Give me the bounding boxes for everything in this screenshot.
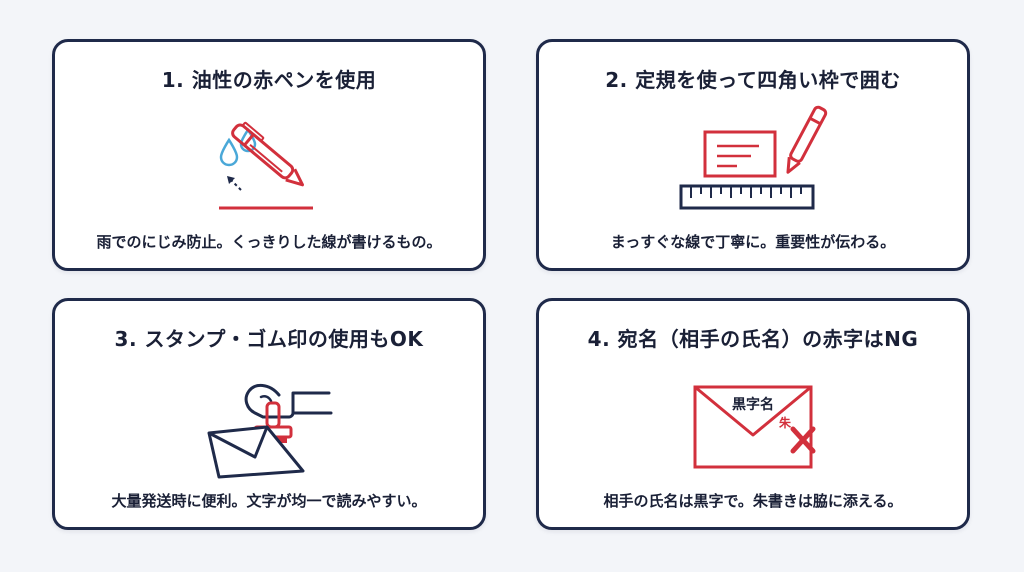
red-pen-water-drop-icon [219,121,313,210]
card-title: 3. スタンプ・ゴム印の使用もOK [114,327,424,351]
card-stamp: 3. スタンプ・ゴム印の使用もOK 大量発送時に便利。文字が均一で読みやすい。 [52,298,486,530]
envelope-cross-icon: 黒字名 朱 [693,385,816,469]
card-address-name-ng: 4. 宛名（相手の氏名）の赤字はNG 黒字名 朱 相手の氏名は黒字で。朱書きは脇… [536,298,970,530]
card-description: まっすぐな線で丁寧に。重要性が伝わる。 [610,233,896,251]
card-description: 大量発送時に便利。文字が均一で読みやすい。 [111,492,427,510]
cross-icon [790,426,816,454]
envelope-red-label: 朱 [779,415,792,430]
envelope-black-label: 黒字名 [732,396,774,413]
card-title: 1. 油性の赤ペンを使用 [161,68,377,92]
card-description: 雨でのにじみ防止。くっきりした線が書けるもの。 [96,233,442,251]
card-ruler-box: 2. 定規を使って四角い枠で囲む まっすぐな線で丁寧に [536,39,970,271]
stamp-envelope-icon [207,384,333,479]
ruler-box-pen-icon [679,105,828,210]
card-title: 4. 宛名（相手の氏名）の赤字はNG [587,327,919,351]
card-description: 相手の氏名は黒字で。朱書きは脇に添える。 [603,492,903,510]
card-title: 2. 定規を使って四角い枠で囲む [605,68,901,92]
card-oil-red-pen: 1. 油性の赤ペンを使用 雨でのにじみ防止。くっきりした線が書けるもの。 [52,39,486,271]
